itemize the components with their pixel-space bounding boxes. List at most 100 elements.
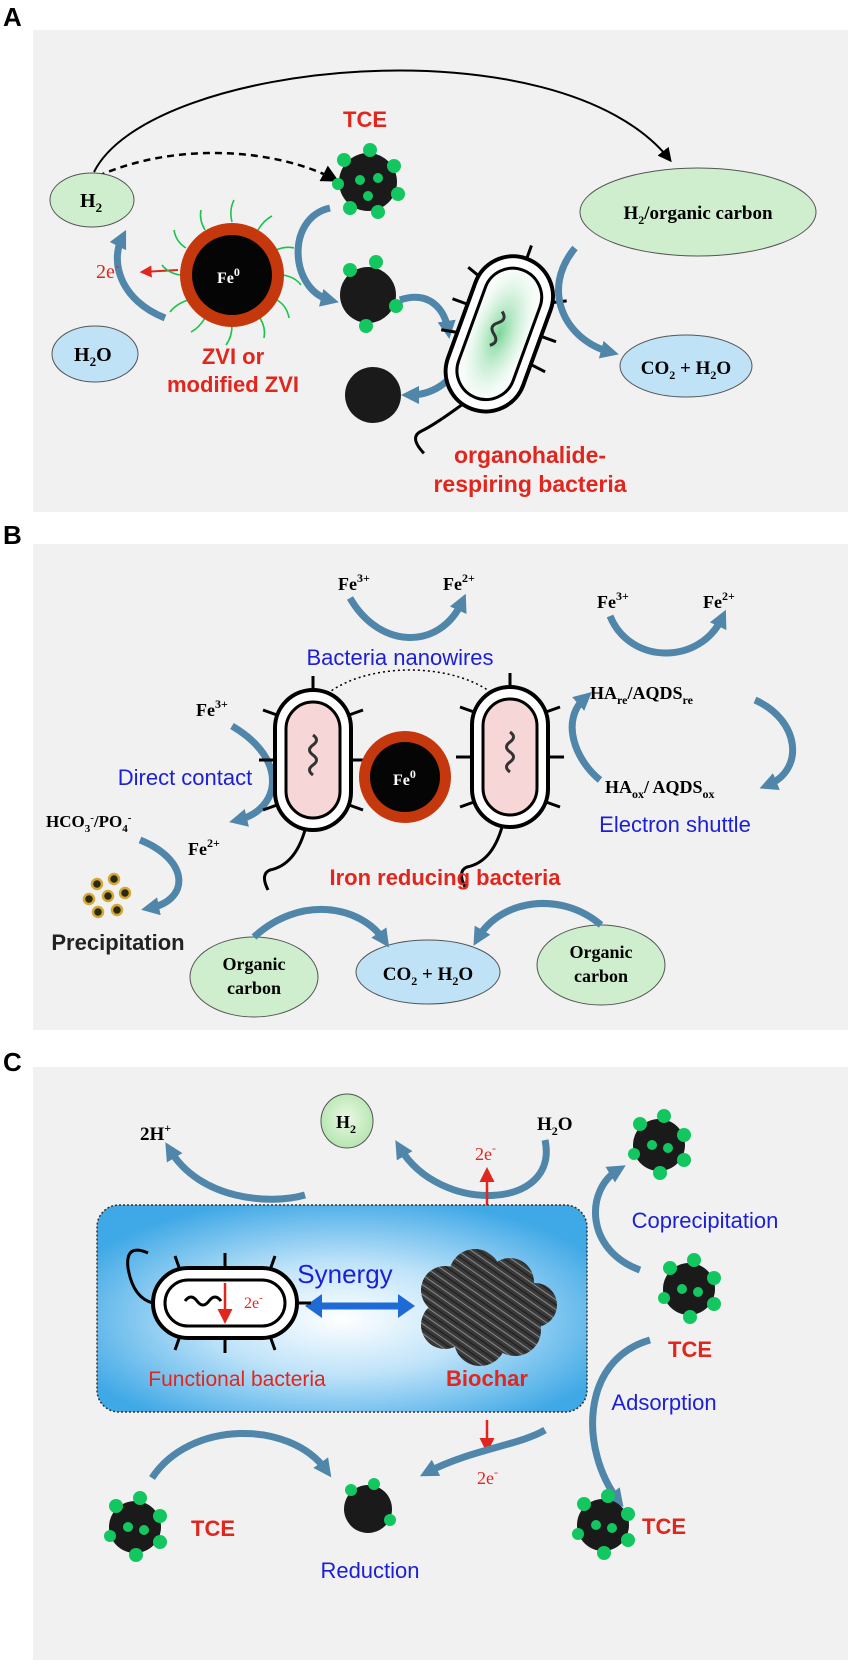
- organohalide-bacterium: [414, 245, 567, 455]
- organic-carbon-right-line2: carbon: [574, 966, 628, 986]
- biochar-particle: [421, 1249, 557, 1366]
- biochar-reduction-arrow: [419, 1426, 547, 1477]
- fe2-left-label: Fe2+: [188, 836, 220, 859]
- tce-particle-full: [332, 143, 405, 219]
- zvi-label-line2: modified ZVI: [167, 372, 299, 397]
- fe2-top-label: Fe2+: [443, 571, 475, 594]
- tce-particle-c-left: [104, 1491, 167, 1562]
- coprecipitation-label: Coprecipitation: [632, 1208, 779, 1233]
- iron-reducing-label: Iron reducing bacteria: [329, 865, 561, 890]
- electron-release-arrow: [139, 265, 179, 278]
- h2-formation-arrow-left: [165, 1142, 306, 1203]
- organohalide-label-line2: respiring bacteria: [433, 471, 626, 497]
- water-reduction-arrow: [395, 1139, 550, 1199]
- iron-reducing-bacterium-left: [259, 676, 367, 891]
- h2o-to-h2-arrow: [109, 229, 167, 322]
- panel-letter-a: A: [3, 2, 22, 32]
- two-electron-bottom-label: 2e-: [477, 1465, 498, 1488]
- organic-right-to-co2-arrow: [473, 900, 604, 946]
- precipitate-particles: [82, 872, 132, 919]
- tce-left-label: TCE: [191, 1516, 235, 1541]
- direct-contact-arrow: [229, 722, 276, 827]
- functional-bacterium: [126, 1248, 311, 1353]
- panel-letter-b: B: [3, 520, 22, 550]
- nanowires-label: Bacteria nanowires: [306, 645, 493, 670]
- tce-particle-c-bottom-right: [572, 1489, 635, 1560]
- fe0-label-b: Fe0: [393, 767, 416, 789]
- two-electron-top-label: 2e-: [475, 1141, 496, 1164]
- precipitation-label: Precipitation: [51, 930, 184, 955]
- synergy-label: Synergy: [297, 1259, 392, 1289]
- tce-to-reduction-arrow: [149, 1430, 332, 1480]
- top-iron-reduction-arrow: [346, 593, 467, 641]
- adsorption-label: Adsorption: [611, 1390, 716, 1415]
- organohalide-label-line1: organohalide-: [454, 442, 606, 468]
- organic-left-to-co2-arrow: [251, 905, 390, 948]
- h2o-label-c: H2O: [537, 1114, 573, 1138]
- synergy-arrowhead-right: [398, 1294, 415, 1318]
- right-iron-reduction-arrow: [606, 609, 727, 657]
- tce-particle-c-top: [628, 1109, 691, 1180]
- precipitation-arrow: [138, 836, 183, 916]
- organic-carbon-left-line1: Organic: [223, 954, 286, 974]
- co2-h2o-ellipse: [619, 334, 753, 398]
- h2-to-organic-carbon-arrow: [93, 69, 672, 173]
- nanowire-connection: [319, 669, 501, 701]
- fe3-left-label: Fe3+: [196, 697, 228, 720]
- reduced-particle: [344, 1478, 396, 1533]
- two-electron-label: 2e-: [96, 258, 119, 283]
- h2-label: H2: [80, 190, 102, 215]
- h2o-label: H2O: [74, 344, 112, 369]
- h2-ellipse-c: [320, 1093, 374, 1149]
- fe2-right-label: Fe2+: [703, 589, 735, 612]
- panel-c: 2H+ H2 H2O 2e- Synergy 2e-: [33, 1067, 848, 1660]
- electron-shuttle-label: Electron shuttle: [599, 812, 751, 837]
- organic-carbon-left-line2: carbon: [227, 978, 281, 998]
- zvi-label-line1: ZVI or: [202, 344, 265, 369]
- shuttle-reduction-arrow: [568, 691, 603, 783]
- two-electron-bacteria-label: 2e-: [244, 1292, 263, 1312]
- fe0-label: Fe0: [217, 265, 240, 287]
- panel-b: Fe3+ Fe2+ Bacteria nanowires Fe3+ Fe2+ H…: [33, 544, 848, 1030]
- zvi-particle: [161, 199, 302, 346]
- direct-contact-label: Direct contact: [118, 765, 253, 790]
- h2-organic-carbon-ellipse: [579, 167, 817, 257]
- h2-label-c: H2: [336, 1112, 356, 1136]
- coprecipitation-arrow: [592, 1165, 642, 1274]
- organic-carbon-ellipse-left: [189, 936, 319, 1018]
- ha-ox-label: HAox/ AQDSox: [605, 777, 715, 801]
- co2-h2o-label-b: CO2 + H2O: [383, 964, 473, 988]
- tce-label: TCE: [343, 107, 387, 132]
- co2-h2o-label: CO2 + H2O: [641, 358, 731, 382]
- adsorption-arrow: [589, 1336, 652, 1508]
- zvi-core-b: [370, 742, 440, 812]
- h2-organic-carbon-label: H2/organic carbon: [623, 203, 772, 227]
- ethene-particle: [345, 367, 401, 423]
- partial-to-bacteria-arrow: [398, 293, 456, 339]
- organic-carbon-right-line1: Organic: [570, 942, 633, 962]
- fe3-top-label: Fe3+: [338, 571, 370, 594]
- h2o-ellipse: [51, 325, 139, 383]
- panel-a: H2 H2O 2e- Fe0 ZVI or modified ZVI TCE: [33, 30, 848, 512]
- reduction-label: Reduction: [320, 1558, 419, 1583]
- iron-reducing-bacterium-right: [456, 673, 564, 888]
- organic-carbon-ellipse-right: [536, 924, 666, 1006]
- h2-to-tce-dashed-arrow: [97, 151, 340, 182]
- tce-particle-c-mid: [658, 1253, 721, 1324]
- shuttle-reoxidation-arrow: [753, 696, 797, 791]
- tce-particle-partial: [340, 255, 403, 333]
- h2-ellipse: [49, 172, 135, 228]
- co2-h2o-ellipse-b: [355, 939, 501, 1005]
- ha-re-label: HAre/AQDSre: [590, 683, 694, 707]
- functional-bacteria-label: Functional bacteria: [148, 1368, 326, 1391]
- tce-dechlorination-arrow-1: [294, 204, 339, 307]
- fe3-right-label: Fe3+: [597, 589, 629, 612]
- tce-bottom-right-label: TCE: [642, 1514, 686, 1539]
- synergy-arrowhead-left: [305, 1294, 322, 1318]
- tce-right-label: TCE: [668, 1337, 712, 1362]
- hco3-po4-label: HCO3-/PO4-: [46, 812, 132, 835]
- panel-letter-c: C: [3, 1047, 22, 1077]
- biochar-label: Biochar: [446, 1366, 528, 1391]
- organic-to-co2-arrow: [555, 245, 619, 359]
